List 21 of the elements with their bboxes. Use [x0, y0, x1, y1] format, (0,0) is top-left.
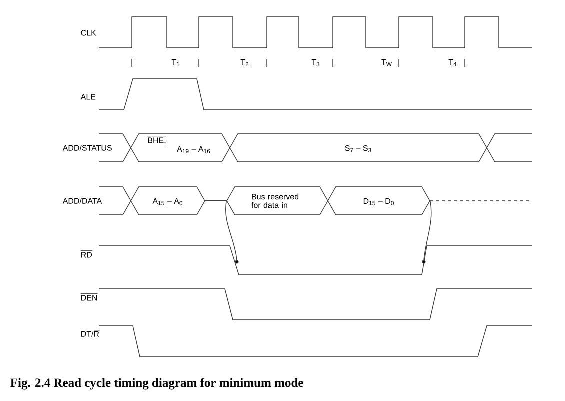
bus-value-hexagon: BHE, A$_{19}$ – A$_{16}$ [130, 134, 230, 162]
connector-line [226, 200, 238, 261]
signal-name: ADD/DATA [62, 198, 102, 204]
signal-name: DT/R [82, 330, 100, 337]
signal-name: CLK [81, 30, 96, 36]
signal-name: ALE [80, 94, 96, 100]
figure-caption: Fig. 2.4 Read cycle timing diagram for minimum mode [10, 378, 304, 390]
connector-line [424, 200, 432, 261]
state-label: T$_{2}$ [240, 60, 249, 66]
bus-value-hexagon: S$_{7}$ – S$_{3}$ [230, 134, 488, 162]
state-label: T$_{3}$ [312, 60, 320, 66]
bus-value-hexagon: A$_{15}$ – A$_{0}$ [130, 186, 206, 216]
state-label: T$_{W}$ [382, 60, 392, 66]
signal-name: ADD/STATUS [62, 145, 112, 151]
signal-waveform [205, 200, 227, 202]
bus-value-hexagon: Bus reserved for data in [226, 186, 328, 216]
state-label: T$_{4}$ [448, 60, 457, 66]
signal-name: DEN [80, 294, 98, 301]
bus-value-hexagon: D$_{15}$ – D$_{0}$ [328, 186, 430, 216]
signal-name: RD [80, 250, 93, 258]
state-label: T$_{1}$ [172, 60, 180, 66]
